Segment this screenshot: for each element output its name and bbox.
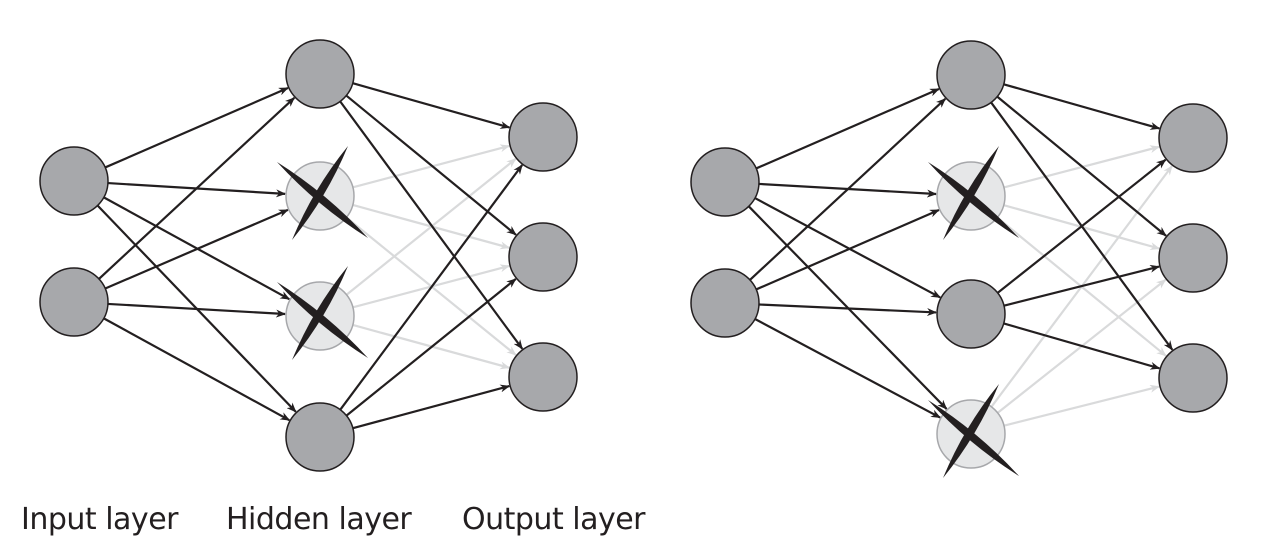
input-layer-label: Input layer: [21, 502, 178, 537]
hidden-output-edge: [345, 278, 517, 417]
hidden-output-edge: [1003, 83, 1161, 130]
input-hidden-edge: [754, 318, 941, 419]
cross-stroke: [928, 162, 1019, 238]
input-hidden-edge: [755, 87, 940, 170]
dropped-edge: [1003, 384, 1161, 427]
hidden-node: [936, 279, 1006, 349]
cross-stroke: [292, 266, 348, 360]
output-node: [1158, 223, 1228, 293]
hidden-output-edge: [996, 95, 1167, 237]
dropout-crosses: [277, 146, 1019, 478]
hidden-output-edge: [339, 100, 524, 350]
output-node: [1158, 103, 1228, 173]
input-hidden-edge: [754, 197, 942, 299]
input-node: [690, 268, 760, 338]
input-hidden-edge: [758, 303, 938, 317]
hidden-node: [936, 40, 1006, 110]
hidden-output-edge: [352, 384, 511, 430]
input-hidden-edge: [107, 302, 287, 318]
input-hidden-edge: [749, 97, 947, 281]
hidden-node: [285, 402, 355, 472]
hidden-output-edge: [996, 158, 1167, 294]
nodes: [39, 39, 1228, 472]
output-node: [1158, 343, 1228, 413]
cross-stroke: [943, 146, 999, 240]
input-hidden-edge: [755, 208, 940, 291]
output-node: [508, 102, 578, 172]
input-node: [39, 146, 109, 216]
output-node: [508, 222, 578, 292]
cross-stroke: [277, 282, 368, 358]
cross-stroke: [292, 146, 348, 240]
input-hidden-edge: [104, 86, 289, 169]
hidden-output-edge: [1003, 264, 1161, 307]
cross-stroke: [928, 400, 1019, 476]
input-hidden-edge: [98, 96, 296, 280]
output-layer-label: Output layer: [462, 502, 646, 537]
output-node: [508, 342, 578, 412]
hidden-output-edge: [345, 94, 517, 236]
active-edges: [96, 82, 1174, 430]
hidden-layer-label: Hidden layer: [226, 502, 412, 537]
hidden-output-edge: [339, 164, 524, 411]
input-hidden-edge: [103, 317, 291, 422]
dropped-edge: [352, 144, 511, 189]
input-hidden-edge: [104, 208, 289, 290]
cross-stroke: [277, 162, 368, 238]
hidden-output-edge: [1003, 322, 1161, 370]
input-node: [39, 267, 109, 337]
input-node: [690, 147, 760, 217]
cross-stroke: [943, 384, 999, 478]
hidden-node: [285, 39, 355, 109]
hidden-output-edge: [352, 82, 511, 129]
